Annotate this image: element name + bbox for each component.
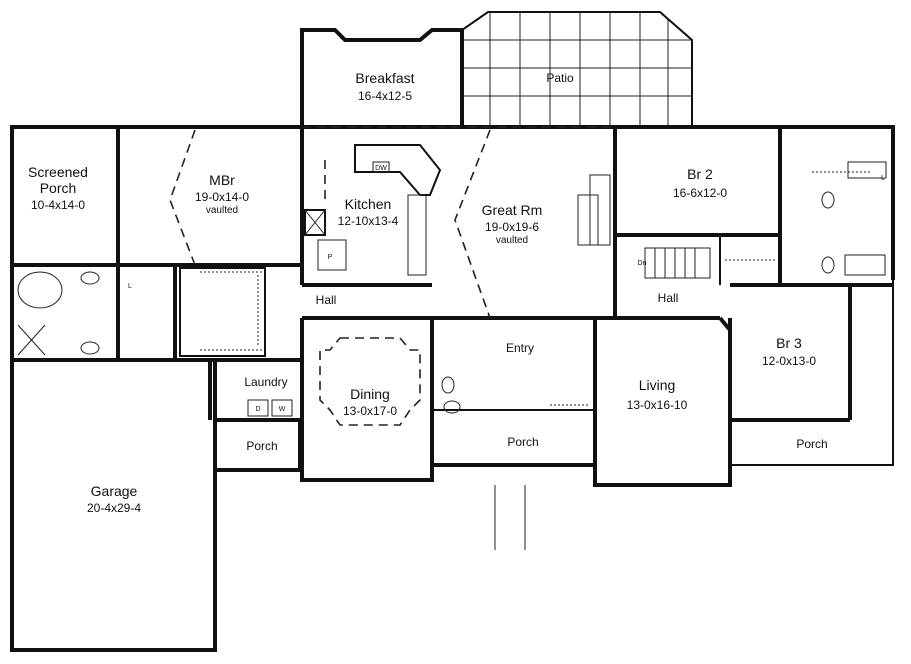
pantry-label: P [328,254,333,261]
br3-name: Br 3 [776,335,802,351]
br2-size: 16-6x12-0 [673,186,727,200]
interior-walls [12,127,893,485]
dining-size: 13-0x17-0 [343,404,397,418]
garage-size: 20-4x29-4 [87,501,141,515]
kitchen-size: 12-10x13-4 [338,214,399,228]
linen-left-label: L [128,283,132,290]
breakfast-size: 16-4x12-5 [358,89,412,103]
mbr-note: vaulted [206,205,238,216]
breakfast-name: Breakfast [355,70,414,86]
great-rm-name: Great Rm [482,202,543,218]
hall-right-name: Hall [658,291,679,305]
great-rm-note: vaulted [496,235,528,246]
screened-porch-name-1: Screened [28,164,88,180]
hall-left-name: Hall [316,293,337,307]
dishwasher-label: DW [375,165,387,172]
entry-name: Entry [506,341,534,355]
porch-left-name: Porch [246,439,277,453]
front-walkway [494,485,526,550]
mbr-size: 19-0x14-0 [195,190,249,204]
fixtures: DW P Dn L L D W [17,144,887,417]
screened-porch-size: 10-4x14-0 [31,198,85,212]
br2-name: Br 2 [687,166,713,182]
living-name: Living [639,377,676,393]
porch-right-name: Porch [796,437,827,451]
room-labels: Breakfast 16-4x12-5 Patio Screened Porch… [28,70,828,515]
living-size: 13-0x16-10 [627,398,688,412]
dining-name: Dining [350,386,390,402]
laundry-name: Laundry [244,375,287,389]
great-rm-size: 19-0x19-6 [485,220,539,234]
kitchen-name: Kitchen [345,196,392,212]
patio-name: Patio [546,71,574,85]
screened-porch-name-2: Porch [40,180,77,196]
stairs-down-label: Dn [638,260,647,267]
washer-label: W [279,406,286,413]
linen-right-label: L [881,175,885,182]
exterior-walls [10,125,895,652]
mbr-name: MBr [209,172,235,188]
garage-name: Garage [91,483,138,499]
dryer-label: D [255,406,260,413]
patio [461,11,693,128]
porch-center-name: Porch [507,435,538,449]
breakfast-walls [300,28,464,129]
vaulted-ceiling-lines [169,126,615,426]
br3-size: 12-0x13-0 [762,354,816,368]
